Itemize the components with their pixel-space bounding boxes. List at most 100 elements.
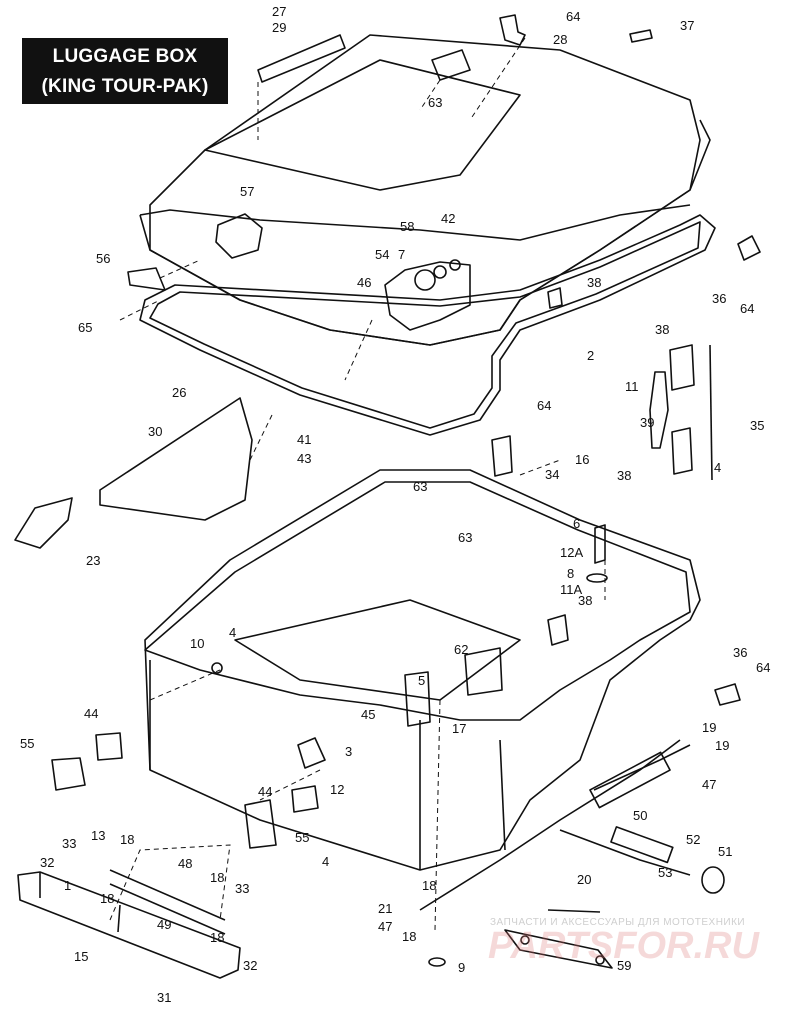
box-floor [234, 599, 521, 701]
callout-7: 7 [398, 247, 405, 262]
callout-23: 23 [86, 553, 100, 568]
callout-5: 5 [418, 673, 425, 688]
callout-18: 18 [120, 832, 134, 847]
callout-20: 20 [577, 872, 591, 887]
callout-12a: 12A [560, 545, 583, 560]
callout-18: 18 [422, 878, 436, 893]
callout-43: 43 [297, 451, 311, 466]
callout-49: 49 [157, 917, 171, 932]
callout-53: 53 [658, 865, 672, 880]
callout-3: 3 [345, 744, 352, 759]
lid-gasket [139, 214, 716, 436]
callout-55: 55 [295, 830, 309, 845]
lid-liner-panel [99, 397, 253, 521]
lid-flange [139, 204, 691, 241]
callout-36: 36 [733, 645, 747, 660]
callout-10: 10 [190, 636, 204, 651]
callout-18: 18 [402, 929, 416, 944]
callout-37: 37 [680, 18, 694, 33]
callout-15: 15 [74, 949, 88, 964]
callout-36: 36 [712, 291, 726, 306]
callout-29: 29 [272, 20, 286, 35]
callout-42: 42 [441, 211, 455, 226]
callout-63: 63 [428, 95, 442, 110]
callout-38: 38 [655, 322, 669, 337]
callout-63: 63 [413, 479, 427, 494]
callout-17: 17 [452, 721, 466, 736]
callout-18: 18 [210, 870, 224, 885]
handle-bar [17, 871, 241, 979]
callout-58: 58 [400, 219, 414, 234]
callout-59: 59 [617, 958, 631, 973]
callout-64: 64 [740, 301, 754, 316]
callout-55: 55 [20, 736, 34, 751]
callout-4: 4 [714, 460, 721, 475]
callout-47: 47 [378, 919, 392, 934]
callout-27: 27 [272, 4, 286, 19]
callout-44: 44 [84, 706, 98, 721]
callout-30: 30 [148, 424, 162, 439]
callout-4: 4 [322, 854, 329, 869]
callout-2: 2 [587, 348, 594, 363]
title-line-1: LUGGAGE BOX [52, 46, 198, 67]
lid-gasket-inner [149, 221, 701, 429]
wire-harness [419, 739, 681, 911]
callout-16: 16 [575, 452, 589, 467]
callout-44: 44 [258, 784, 272, 799]
callout-11a: 11A [560, 582, 582, 597]
callout-51: 51 [718, 844, 732, 859]
lid-top-panel [204, 59, 521, 191]
watermark-caption: ЗАПЧАСТИ И АКСЕССУАРЫ ДЛЯ МОТОТЕХНИКИ [490, 917, 746, 928]
callout-8: 8 [567, 566, 574, 581]
callout-62: 62 [454, 642, 468, 657]
callout-12: 12 [330, 782, 344, 797]
watermark-logo: PARTSFOR.RU [488, 925, 759, 967]
callout-19: 19 [715, 738, 729, 753]
callout-64: 64 [566, 9, 580, 24]
callout-6: 6 [573, 516, 580, 531]
callout-34: 34 [545, 467, 559, 482]
callout-38: 38 [617, 468, 631, 483]
callout-18: 18 [210, 930, 224, 945]
callout-65: 65 [78, 320, 92, 335]
callout-45: 45 [361, 707, 375, 722]
box-rim [144, 481, 691, 721]
callout-54: 54 [375, 247, 389, 262]
box-body [144, 469, 701, 871]
callout-19: 19 [702, 720, 716, 735]
callout-9: 9 [458, 960, 465, 975]
callout-11: 11 [625, 379, 639, 394]
callout-33: 33 [62, 836, 76, 851]
lid-hinge [215, 213, 263, 259]
callout-52: 52 [686, 832, 700, 847]
callout-31: 31 [157, 990, 171, 1005]
callout-46: 46 [357, 275, 371, 290]
callout-1: 1 [64, 878, 71, 893]
lid-latch-plate [384, 261, 471, 331]
callout-57: 57 [240, 184, 254, 199]
title-line-2: (KING TOUR-PAK) [41, 76, 209, 97]
callout-48: 48 [178, 856, 192, 871]
callout-41: 41 [297, 432, 311, 447]
callout-64: 64 [756, 660, 770, 675]
callout-50: 50 [633, 808, 647, 823]
callout-38: 38 [578, 593, 592, 608]
callout-18: 18 [100, 891, 114, 906]
callout-32: 32 [243, 958, 257, 973]
callout-21: 21 [378, 901, 392, 916]
callout-26: 26 [172, 385, 186, 400]
callout-63: 63 [458, 530, 472, 545]
callout-13: 13 [91, 828, 105, 843]
callout-56: 56 [96, 251, 110, 266]
callout-4: 4 [229, 625, 236, 640]
callout-47: 47 [702, 777, 716, 792]
callout-39: 39 [640, 415, 654, 430]
callout-33: 33 [235, 881, 249, 896]
callout-38: 38 [587, 275, 601, 290]
callout-32: 32 [40, 855, 54, 870]
diagram-title: LUGGAGE BOX (KING TOUR-PAK) [22, 38, 228, 104]
callout-64: 64 [537, 398, 551, 413]
callout-35: 35 [750, 418, 764, 433]
